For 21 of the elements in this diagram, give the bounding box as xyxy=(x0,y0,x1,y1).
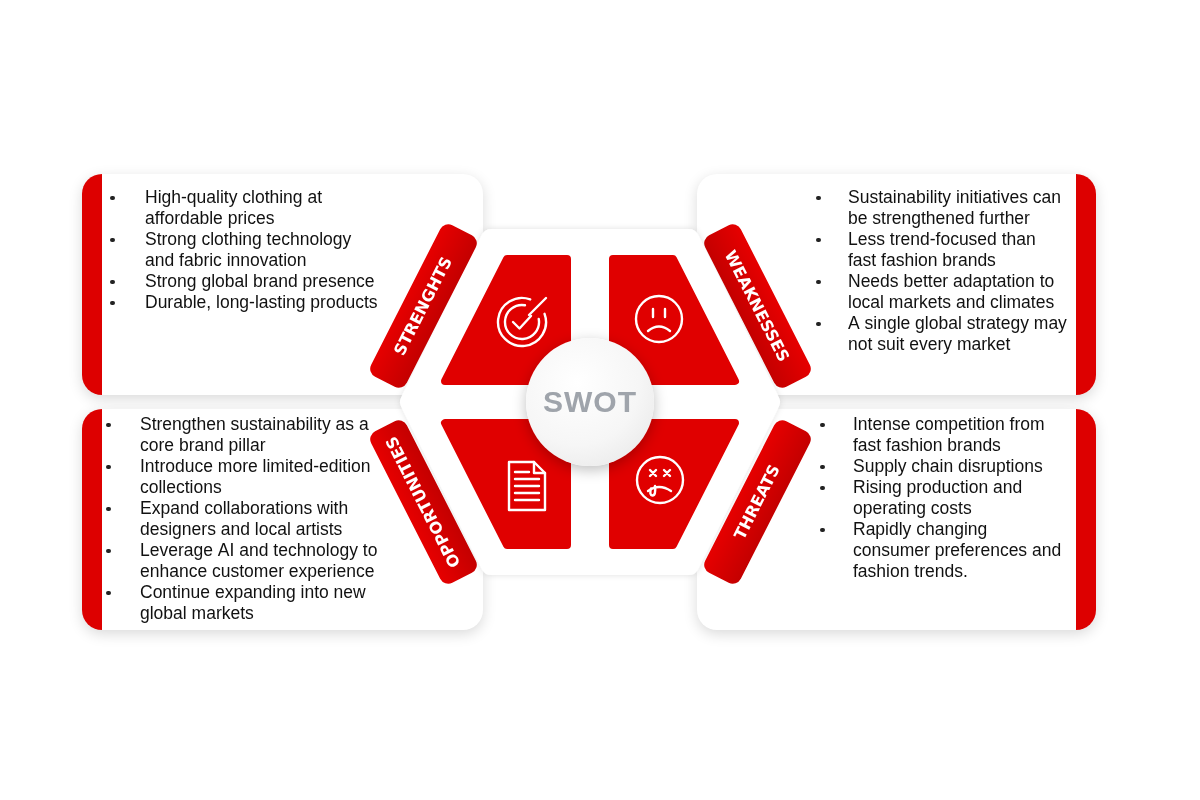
swot-card xyxy=(82,409,483,630)
bullet-text: Supply chain disruptions xyxy=(853,456,1043,477)
bullet-text: Introduce more limited-edition collections xyxy=(140,456,372,498)
bullet-text: Durable, long-lasting products xyxy=(145,292,378,313)
bullet-text: Sustainability initiatives can be strengthened further xyxy=(848,187,1063,229)
swot-card xyxy=(82,174,483,395)
bullet-text: Needs better adaptation to local markets and climates xyxy=(848,271,1056,313)
bullet-text: A single global strategy may not suit every market xyxy=(848,313,1068,355)
bullet-text: Rapidly changing consumer preferences and fashion trends. xyxy=(853,519,1063,582)
bullet-text: Less trend-focused than fast fashion brands xyxy=(848,229,1037,271)
bullet-text: Intense competition from fast fashion brands xyxy=(853,414,1046,456)
bullet-text: Expand collaborations with designers and local artists xyxy=(140,498,350,540)
bullet-text: Strengthen sustainability as a core brand pillar xyxy=(140,414,370,456)
swot-card xyxy=(697,409,1096,630)
bullet-text: Leverage AI and technology to enhance customer experience xyxy=(140,540,379,582)
swot-card xyxy=(697,174,1096,395)
bullet-text: Rising production and operating costs xyxy=(853,477,1024,519)
bullet-text: High-quality clothing at affordable prices xyxy=(145,187,324,229)
bullet-text: Strong clothing technology and fabric innovation xyxy=(145,229,353,271)
bullet-text: Strong global brand presence xyxy=(145,271,375,292)
bullet-text: Continue expanding into new global markets xyxy=(140,582,367,624)
